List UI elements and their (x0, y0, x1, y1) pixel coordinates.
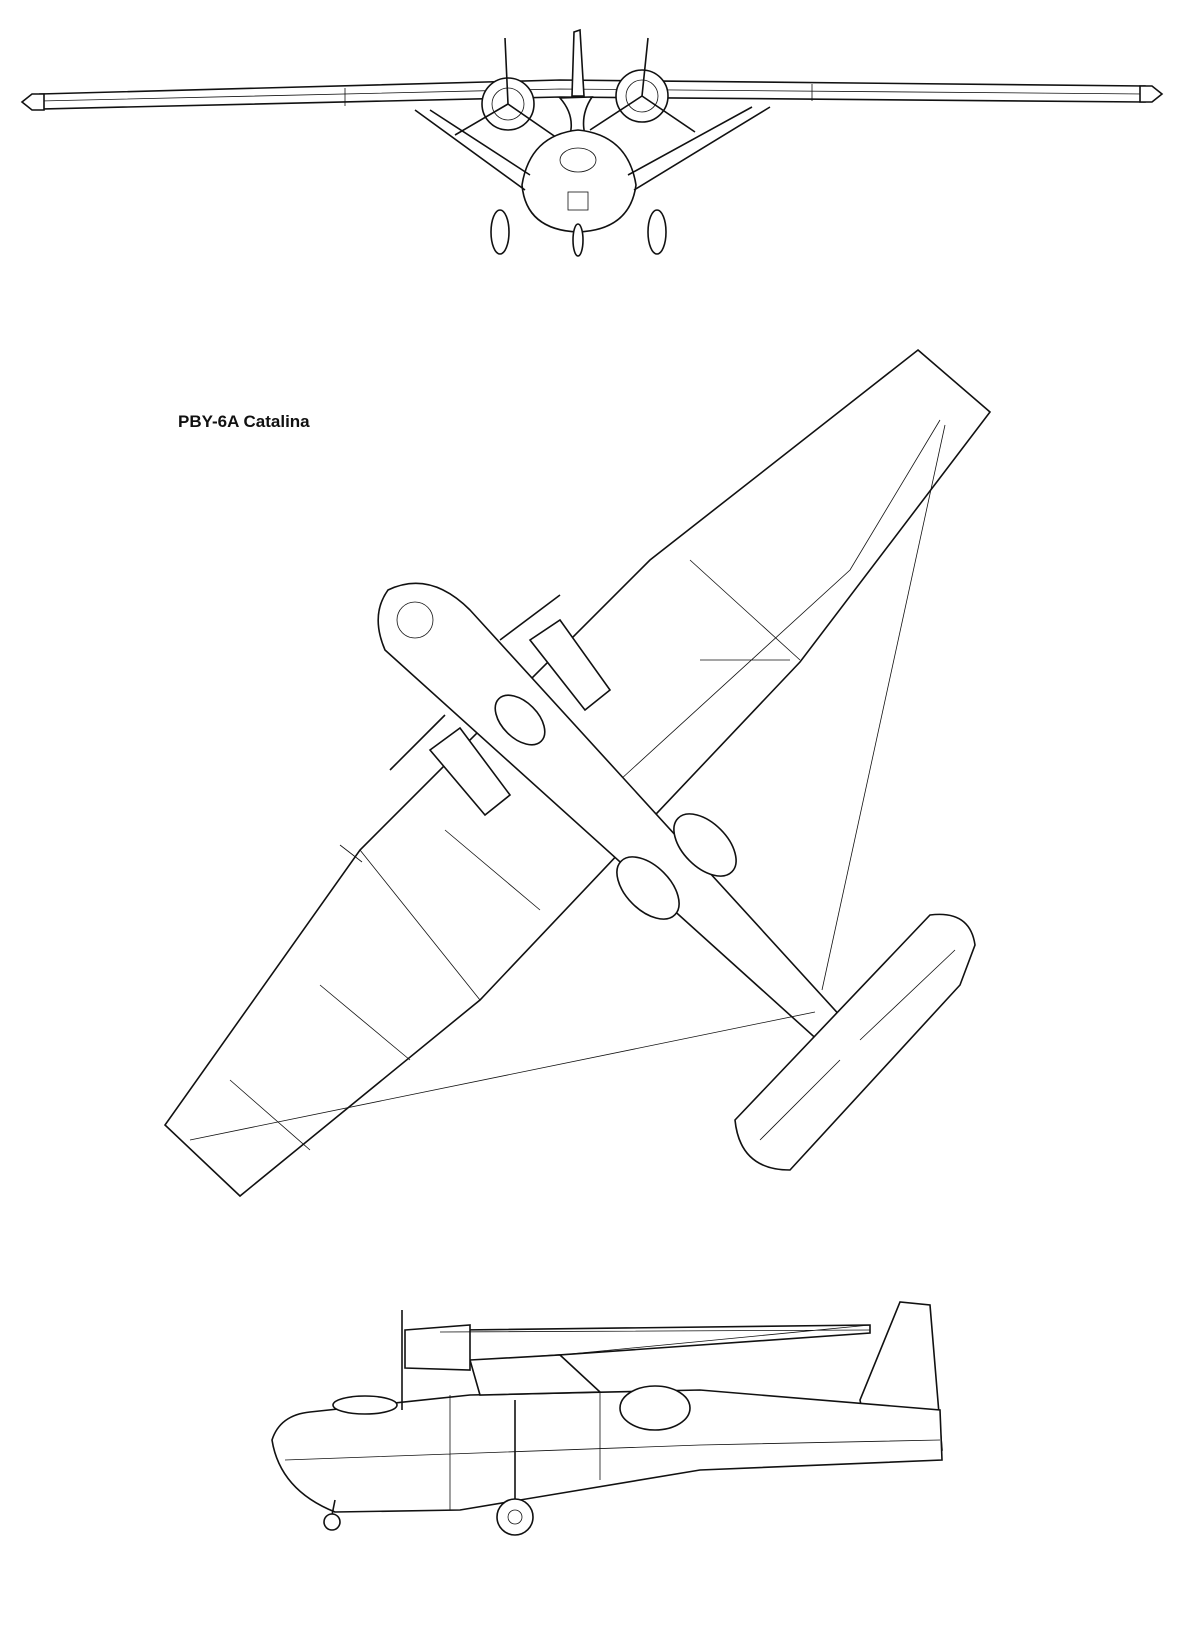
front-hull (521, 129, 637, 233)
aircraft-title: PBY-6A Catalina (178, 412, 310, 431)
nose-wheel (572, 223, 584, 257)
propeller-left (454, 37, 561, 141)
pylon (558, 96, 594, 136)
front-wing (39, 79, 1146, 110)
propeller-right (589, 37, 696, 133)
side-view (271, 1301, 943, 1536)
plan-view (163, 348, 992, 1198)
bracing-wire (189, 424, 946, 1141)
nacelle-right (528, 618, 612, 712)
plan-tailplane (734, 913, 976, 1171)
vertical-fin (571, 28, 585, 97)
side-nose-wheel (323, 1513, 341, 1531)
propeller-plan-left (389, 714, 446, 771)
side-blister (619, 1385, 691, 1431)
propeller-plan-right (499, 594, 561, 641)
side-float (332, 1395, 398, 1415)
side-pylon (468, 1354, 602, 1396)
strut-right (627, 106, 771, 191)
main-wheel-right (647, 209, 667, 255)
plan-pylon (494, 694, 546, 746)
waist-blister-right (673, 813, 737, 877)
side-hull (271, 1389, 943, 1513)
main-wheel-left (490, 209, 510, 255)
strut-left (414, 109, 531, 191)
wingtip-float-right (1139, 85, 1164, 103)
wingtip-float-left (20, 93, 45, 111)
side-main-wheel (496, 1498, 534, 1536)
side-nacelle (404, 1324, 471, 1371)
nacelle-left (428, 726, 512, 817)
front-view (20, 28, 1164, 257)
waist-blister-left (616, 856, 680, 920)
